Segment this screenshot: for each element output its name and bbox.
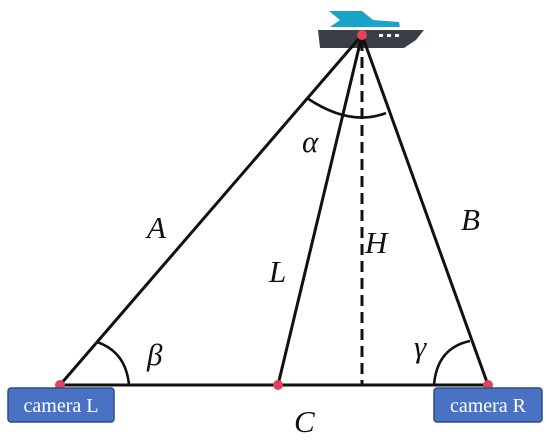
side-A	[58, 33, 364, 387]
label-beta: β	[146, 337, 163, 372]
angle-beta-arc	[96, 340, 131, 386]
label-B: B	[461, 202, 480, 237]
label-alpha: α	[302, 124, 319, 159]
camera-R: camera R	[433, 387, 543, 423]
boat-window	[387, 34, 391, 37]
side-B	[360, 33, 490, 387]
angle-gamma-arc	[432, 339, 471, 386]
label-H: H	[364, 225, 389, 260]
label-L: L	[268, 254, 286, 289]
label-A: A	[145, 210, 167, 245]
label-C: C	[294, 404, 315, 439]
camera-R-label: camera R	[450, 395, 527, 417]
camera-L-box	[7, 387, 115, 423]
boat-point	[357, 30, 367, 40]
boat-window	[395, 34, 399, 37]
boat-cabin	[329, 11, 400, 27]
camera-R-box	[433, 387, 543, 423]
boat-hull	[318, 30, 424, 48]
boat-window	[379, 34, 383, 37]
angle-alpha-arc	[306, 96, 387, 119]
label-gamma: γ	[414, 329, 427, 364]
midpoint	[273, 380, 283, 390]
boat-icon	[318, 11, 424, 48]
camera-L: camera L	[7, 387, 115, 423]
line-L	[276, 33, 364, 387]
camera-L-label: camera L	[24, 395, 99, 417]
